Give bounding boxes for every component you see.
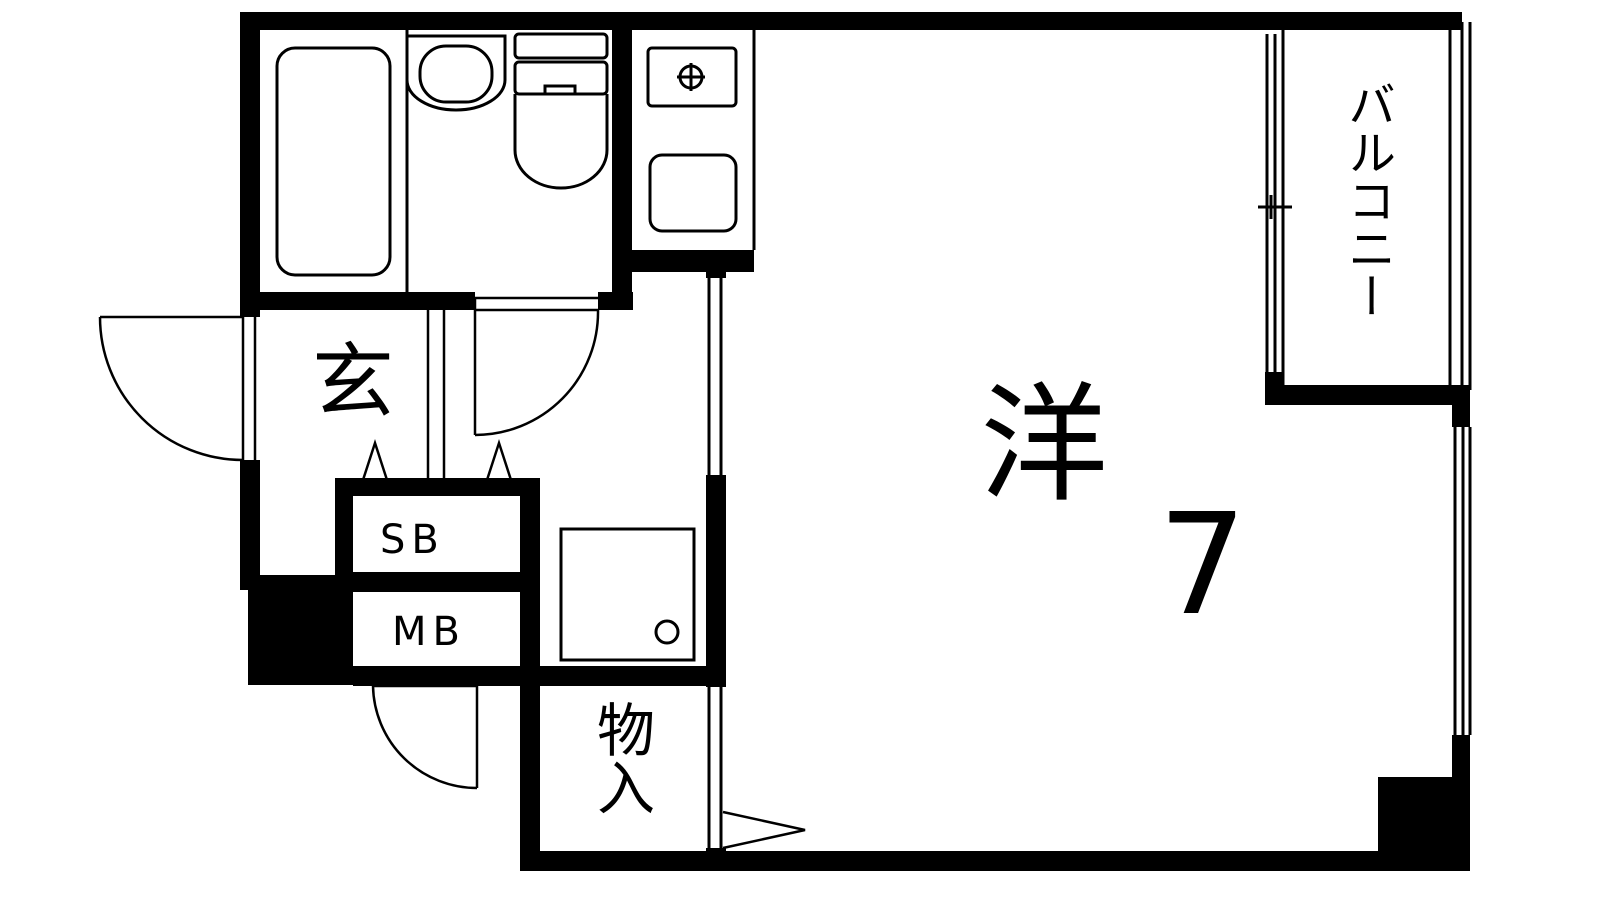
meter-box-label: MB	[392, 609, 466, 655]
thin-lines	[405, 22, 1472, 848]
storage-label: 物入	[587, 700, 655, 816]
western-room-label: 洋	[980, 371, 1109, 520]
shoe-box-label: SB	[380, 517, 445, 563]
washbasin	[405, 34, 507, 112]
western-room-size: 7	[1158, 484, 1248, 647]
toilet	[513, 32, 609, 190]
bathtub	[275, 46, 392, 277]
kitchen	[646, 46, 738, 233]
balcony-label: バルコニー	[1339, 80, 1395, 320]
doors	[98, 296, 806, 850]
washing-machine-pan	[559, 527, 696, 662]
genkan-label: 玄	[312, 335, 395, 430]
walls	[240, 12, 1470, 871]
